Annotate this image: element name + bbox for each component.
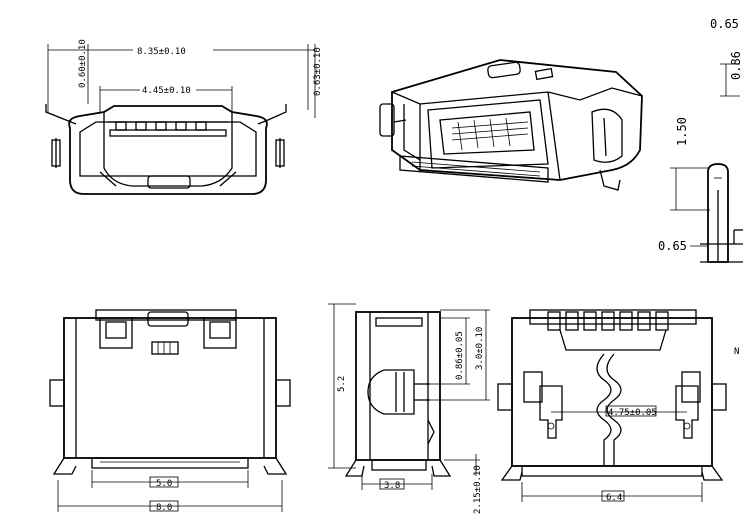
dim-detail-offset: 0.86: [729, 51, 743, 80]
dim-side-height: 5.2: [337, 376, 347, 392]
dim-detail-height: 1.50: [675, 117, 689, 146]
dim-side-depth: 3.8: [384, 481, 400, 491]
dim-left-height: 0.60±0.10: [78, 39, 88, 88]
dim-bottom-overall-width: 6.4: [606, 493, 622, 503]
isometric-view: [379, 59, 643, 191]
dim-overall-width-bottom: 8.0: [156, 503, 172, 513]
edge-note: N: [734, 347, 739, 357]
bottom-view: 4.75±0.05 6.4 N: [497, 309, 739, 503]
dim-hole-spacing: 4.75±0.05: [608, 408, 657, 418]
pin-detail-view: 0.65 0.86 1.50 0.65: [658, 17, 743, 263]
side-view: 5.2 3.8 0.86±0.05 3.0±0.10 2.15±0.10: [328, 303, 490, 514]
dim-side-pin-length: 3.0±0.10: [475, 327, 485, 370]
front-view-bottom: 5.0 8.0: [49, 309, 291, 513]
front-view-top: 8.35±0.10 4.45±0.10 0.60±0.10 0.63±0.10: [45, 39, 323, 195]
dim-side-pin-offset: 0.86±0.05: [455, 331, 465, 380]
dim-detail-top: 0.65: [710, 17, 739, 31]
dim-inner-width-top: 4.45±0.10: [142, 86, 191, 96]
dim-detail-bottom: 0.65: [658, 239, 687, 253]
dim-inner-width-bottom: 5.0: [156, 479, 172, 489]
dim-overall-width-top: 8.35±0.10: [137, 47, 186, 57]
dim-right-height: 0.63±0.10: [313, 47, 323, 96]
dim-side-base-height: 2.15±0.10: [473, 465, 483, 514]
